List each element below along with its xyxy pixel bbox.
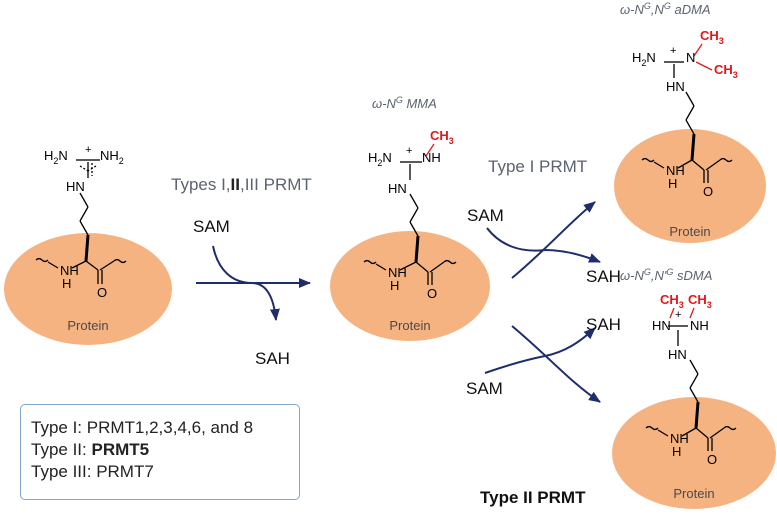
- backbone-nh-label: NH: [60, 263, 79, 278]
- backbone-nh-label: NH: [666, 163, 685, 178]
- plus-charge: +: [85, 144, 91, 156]
- backbone-nh-label: NH: [670, 431, 689, 446]
- methyl-label-2: CH3: [714, 62, 738, 80]
- guanidine-hn-left-label: HN: [652, 318, 671, 333]
- carbonyl-o-label: O: [707, 452, 717, 467]
- backbone-bonds: [641, 43, 733, 183]
- sah-label-1: SAH: [255, 349, 290, 368]
- legend-type2-prefix: Type II:: [31, 440, 92, 459]
- methyl-label: CH3: [430, 128, 454, 146]
- plus-charge: +: [675, 309, 681, 321]
- adma-molecule: Protein NH H O HN H2N N CH3 CH3 +: [614, 1, 766, 243]
- legend-line-type1: Type I: PRMT1,2,3,4,6, and 8: [31, 418, 254, 437]
- sah-label-lower: SAH: [586, 315, 621, 334]
- plus-charge: +: [670, 45, 676, 57]
- protein-blob: [612, 397, 776, 509]
- plus-charge: +: [406, 145, 412, 157]
- type2-prmt-label: Type II PRMT: [480, 488, 586, 507]
- backbone-h-label: H: [390, 278, 399, 293]
- guanidine-nh2-label: NH2: [100, 148, 124, 166]
- sdma-molecule: Protein NH H O HN HN NH CH3 CH3 +: [612, 267, 776, 509]
- sah-out-curve-1: [251, 282, 280, 321]
- mma-label: ω-NG MMA: [372, 95, 437, 111]
- legend-type2-enzyme: PRMT5: [91, 440, 150, 459]
- backbone-h-label: H: [62, 276, 71, 291]
- arginine-molecule: Protein NH H O HN H2N: [4, 144, 172, 345]
- protein-label: Protein: [669, 224, 710, 239]
- guanidine-h2n-label: H2N: [632, 50, 656, 68]
- guanidine-n-label: N: [686, 50, 695, 65]
- methyl-label-1: CH3: [660, 292, 684, 310]
- mma-molecule: Protein NH H O HN H2N NH CH3 + ω-NG MMA: [330, 95, 490, 341]
- protein-blob: [614, 129, 766, 243]
- sam-label-upper: SAM: [467, 206, 504, 225]
- backbone-bonds: [35, 159, 127, 284]
- guanidine-hn-label: HN: [66, 179, 85, 194]
- backbone-h-label: H: [672, 444, 681, 459]
- backbone-nh-label: NH: [388, 265, 407, 280]
- protein-blob: [330, 231, 490, 341]
- sah-label-upper: SAH: [586, 267, 621, 286]
- type1-prmt-label: Type I PRMT: [488, 157, 587, 176]
- reaction-arrows: [196, 201, 601, 403]
- sam-label-1: SAM: [193, 217, 230, 236]
- main-arrow-upper: [511, 201, 596, 279]
- sah-out-curve-lower: [544, 327, 596, 357]
- sah-out-curve-upper: [544, 249, 601, 263]
- protein-label: Protein: [67, 318, 108, 333]
- main-arrow-lower: [511, 325, 601, 403]
- guanidine-nh-right-label: NH: [690, 318, 709, 333]
- guanidine-hn-label: HN: [666, 79, 685, 94]
- sam-in-curve-lower: [484, 355, 546, 374]
- sam-label-lower: SAM: [466, 379, 503, 398]
- types-prmt-label: Types I,II,III PRMT: [171, 175, 312, 194]
- protein-label: Protein: [389, 318, 430, 333]
- methyl-label-1: CH3: [700, 28, 724, 46]
- guanidine-h2n-label: H2N: [368, 150, 392, 168]
- guanidine-nh-label: NH: [422, 150, 441, 165]
- sam-in-curve-1: [212, 245, 253, 284]
- adma-label: ω-NG,NG aDMA: [620, 1, 711, 17]
- carbonyl-o-label: O: [703, 184, 713, 199]
- methyl-label-2: CH3: [688, 292, 712, 310]
- sam-in-curve-upper: [486, 227, 546, 252]
- backbone-h-label: H: [668, 176, 677, 191]
- guanidine-h2n-label: H2N: [44, 148, 68, 166]
- protein-label: Protein: [673, 486, 714, 501]
- guanidine-hn-label: HN: [668, 347, 687, 362]
- backbone-bonds: [363, 143, 457, 285]
- carbonyl-o-label: O: [97, 285, 107, 300]
- sdma-label: ω-NG,N'G sDMA: [620, 267, 712, 283]
- guanidine-hn-label: HN: [388, 181, 407, 196]
- legend-line-type3: Type III: PRMT7: [31, 462, 154, 481]
- backbone-bonds: [645, 307, 737, 451]
- legend-line-type2: Type II: PRMT5: [31, 439, 299, 461]
- carbonyl-o-label: O: [427, 286, 437, 301]
- prmt-types-legend: Type I: PRMT1,2,3,4,6, and 8 Type II: PR…: [20, 404, 300, 500]
